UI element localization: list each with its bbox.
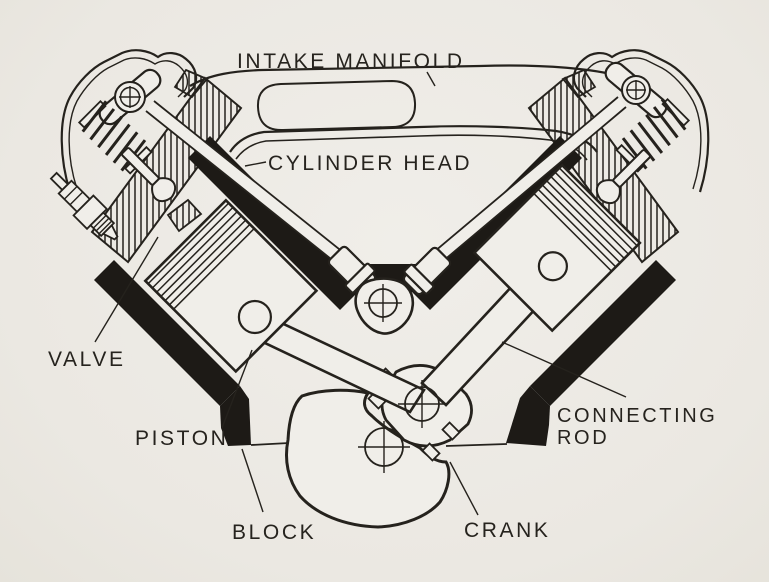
right-pushrod-tube xyxy=(427,96,627,268)
label-intake-manifold: INTAKE MANIFOLD xyxy=(237,50,465,73)
right-tappet xyxy=(402,246,452,296)
left-valve-cover xyxy=(60,49,198,193)
manifold-runner-port xyxy=(256,79,417,132)
left-pushrod-tube xyxy=(145,100,350,268)
label-valve: VALVE xyxy=(48,348,126,371)
intake-manifold-leader xyxy=(426,71,436,87)
right-piston-ring-grooves xyxy=(533,167,638,272)
connecting-rod-leader xyxy=(501,341,627,398)
leader-lines xyxy=(94,71,627,516)
right-valve xyxy=(595,149,651,205)
label-crank: CRANK xyxy=(464,519,551,542)
cylinder-head-leader xyxy=(244,161,267,167)
labels: INTAKE MANIFOLD CYLINDER HEAD VALVE PIST… xyxy=(48,50,717,544)
right-rocker-pivot xyxy=(621,75,651,105)
left-valve xyxy=(121,147,177,203)
block-leader xyxy=(241,448,264,513)
crank-leader xyxy=(449,461,479,516)
left-piston-ring-grooves xyxy=(147,202,255,310)
right-wrist-pin xyxy=(537,251,568,282)
label-piston: PISTON xyxy=(135,427,228,450)
crankshaft-counterweight xyxy=(285,388,451,529)
label-cylinder-head: CYLINDER HEAD xyxy=(268,152,472,175)
right-valve-cover xyxy=(572,49,710,193)
right-piston xyxy=(472,163,642,333)
label-connecting-rod-line2: ROD xyxy=(557,427,609,449)
camshaft-boss xyxy=(354,277,415,335)
left-block-foot xyxy=(220,386,251,446)
crankcase-split-line xyxy=(250,442,508,447)
left-wrist-pin xyxy=(237,299,272,335)
spark-plug xyxy=(49,171,119,241)
left-rocker-pivot xyxy=(114,81,146,113)
left-outer-wall xyxy=(94,260,240,406)
right-outer-wall xyxy=(530,260,676,406)
main-journal-center-mark xyxy=(358,421,410,473)
left-cylinder-head-hatch xyxy=(90,68,243,264)
right-block-foot xyxy=(506,386,550,446)
left-piston xyxy=(143,198,319,374)
piston-leader xyxy=(221,349,253,429)
label-block: BLOCK xyxy=(232,521,316,544)
label-connecting-rod-line1: CONNECTING xyxy=(557,405,717,427)
valve-leader xyxy=(94,236,159,343)
crankpin-center-mark xyxy=(398,380,446,428)
